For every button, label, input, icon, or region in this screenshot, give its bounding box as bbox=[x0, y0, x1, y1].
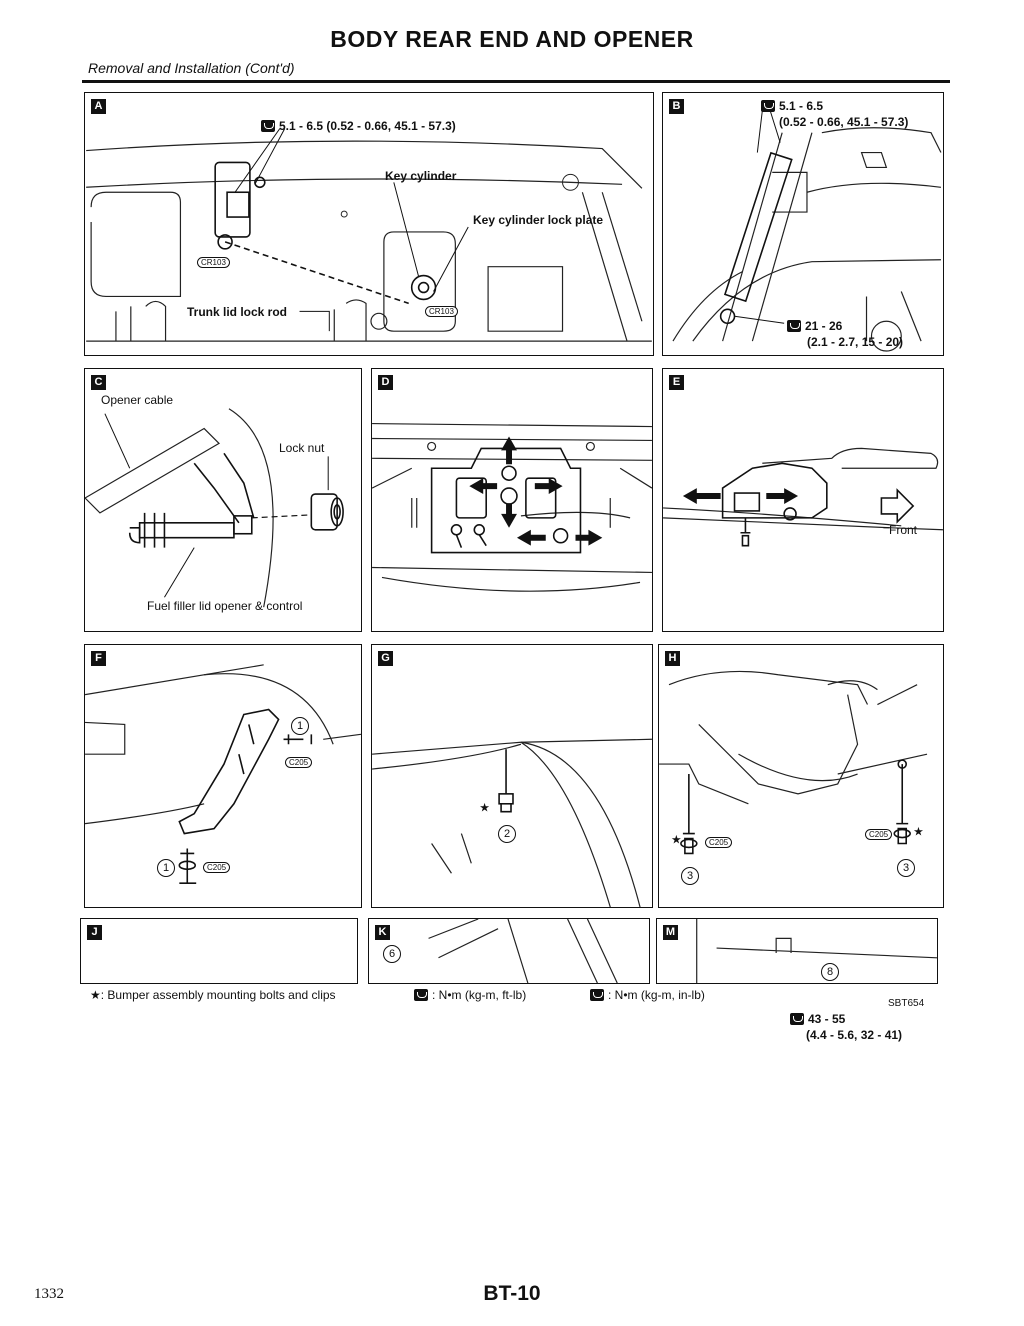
torque-spec-b-top-detail: (0.52 - 0.66, 45.1 - 57.3) bbox=[779, 115, 909, 129]
trunk-lock-adjust-illustration bbox=[372, 422, 652, 592]
torque-nm-inlb-icon bbox=[590, 989, 604, 1001]
panel-j-full: J bbox=[80, 918, 358, 984]
section-code: BT-10 bbox=[483, 1282, 541, 1305]
torque-nm-inlb-icon bbox=[761, 100, 775, 112]
panel-f: F 1 C205 1 C205 bbox=[84, 644, 362, 908]
key-cylinder-lock-plate-label: Key cylinder lock plate bbox=[473, 213, 604, 227]
panel-d: D bbox=[371, 368, 653, 632]
legend-nm-ftlb: : N•m (kg-m, ft-lb) bbox=[414, 988, 526, 1002]
key-cylinder-label: Key cylinder bbox=[385, 169, 457, 183]
front-label: Front bbox=[889, 523, 918, 537]
torque-nm-ftlb-icon bbox=[790, 1013, 804, 1025]
fuel-filler-label: Fuel filler lid opener & control bbox=[147, 599, 303, 613]
torque-spec-b-bottom-detail: (2.1 - 2.7, 15 - 20) bbox=[807, 335, 904, 349]
trunk-lock-illustration bbox=[86, 128, 652, 342]
panel-label-k: K bbox=[375, 925, 390, 940]
page-title: BODY REAR END AND OPENER bbox=[330, 26, 694, 52]
figure-code: SBT654 bbox=[888, 998, 925, 1009]
callout-3-right: 3 bbox=[897, 859, 915, 877]
callout-6: 6 bbox=[383, 945, 401, 963]
torque-spec-a: 5.1 - 6.5 (0.52 - 0.66, 45.1 - 57.3) bbox=[261, 119, 456, 133]
torque-nm-ftlb-icon bbox=[414, 989, 428, 1001]
panel-row4-k: K 6 bbox=[368, 918, 650, 984]
svg-text:★: ★ bbox=[479, 801, 490, 815]
header-rule bbox=[82, 80, 950, 83]
torque-spec-b-bottom: 21 - 26 bbox=[787, 319, 842, 333]
callout-1-lower: 1 bbox=[157, 859, 175, 877]
panel-row4-m: M 8 bbox=[656, 918, 938, 984]
bumper-clip-k-illustration bbox=[428, 919, 618, 983]
torque-nm-inlb-icon bbox=[261, 120, 275, 132]
panel-label-h: H bbox=[665, 651, 680, 666]
panel-b: B 5.1 - 6.5 (0.52 - 0.66, 45.1 - 57.3) 2… bbox=[662, 92, 944, 356]
panel-e: E Front bbox=[662, 368, 944, 632]
torque-spec-m: 43 - 55 bbox=[790, 1012, 845, 1026]
bumper-fastener-m-illustration bbox=[696, 919, 937, 983]
panel-h: H ★ ★ C205 C205 3 3 bbox=[658, 644, 944, 908]
legend-star: ★: Bumper assembly mounting bolts and cl… bbox=[90, 988, 336, 1002]
cr103-badge-right: CR103 bbox=[425, 306, 458, 317]
svg-text:★: ★ bbox=[671, 832, 682, 846]
trunk-lid-lock-rod-label: Trunk lid lock rod bbox=[187, 305, 288, 319]
panel-c: C Opener cable Lock nut Fuel filler lid … bbox=[84, 368, 362, 632]
panel-label-g: G bbox=[378, 651, 393, 666]
bumper-side-clip-illustration: ★ ★ bbox=[659, 670, 928, 855]
callout-3-left: 3 bbox=[681, 867, 699, 885]
panel-label-e: E bbox=[669, 375, 684, 390]
panel-label-d: D bbox=[378, 375, 393, 390]
c205-badge-left: C205 bbox=[705, 837, 733, 848]
cr103-badge-left: CR103 bbox=[197, 257, 230, 268]
callout-8-top: 8 bbox=[821, 963, 839, 981]
panel-label-m: M bbox=[663, 925, 678, 940]
svg-text:★: ★ bbox=[913, 825, 924, 839]
c205-badge-upper: C205 bbox=[285, 757, 313, 768]
trunk-hinge-illustration bbox=[672, 110, 942, 352]
striker-adjust-illustration bbox=[663, 447, 943, 547]
panel-label-b: B bbox=[669, 99, 684, 114]
panel-label-c: C bbox=[91, 375, 106, 390]
mud-guard-illustration bbox=[85, 664, 361, 884]
panel-label-a: A bbox=[91, 99, 106, 114]
opener-cable-label: Opener cable bbox=[101, 393, 174, 407]
c205-badge-right: C205 bbox=[865, 829, 893, 840]
torque-spec-b-top: 5.1 - 6.5 bbox=[761, 99, 823, 113]
lock-nut-label: Lock nut bbox=[279, 441, 325, 455]
torque-spec-m-detail: (4.4 - 5.6, 32 - 41) bbox=[806, 1028, 903, 1042]
fuel-filler-opener-illustration bbox=[85, 408, 344, 608]
callout-1-upper: 1 bbox=[291, 717, 309, 735]
panel-g: G ★ 2 bbox=[371, 644, 653, 908]
panel-label-f: F bbox=[91, 651, 106, 666]
panel-label-j: J bbox=[87, 925, 102, 940]
page-number: 1332 bbox=[34, 1286, 64, 1302]
torque-nm-ftlb-icon bbox=[787, 320, 801, 332]
fender-bolt-illustration: ★ bbox=[372, 738, 652, 907]
callout-2: 2 bbox=[498, 825, 516, 843]
legend-nm-inlb: : N•m (kg-m, in-lb) bbox=[590, 988, 705, 1002]
page-subtitle: Removal and Installation (Cont'd) bbox=[88, 60, 295, 76]
c205-badge-lower: C205 bbox=[203, 862, 231, 873]
panel-a: A 5.1 - 6.5 (0.52 - 0.66, bbox=[84, 92, 654, 356]
